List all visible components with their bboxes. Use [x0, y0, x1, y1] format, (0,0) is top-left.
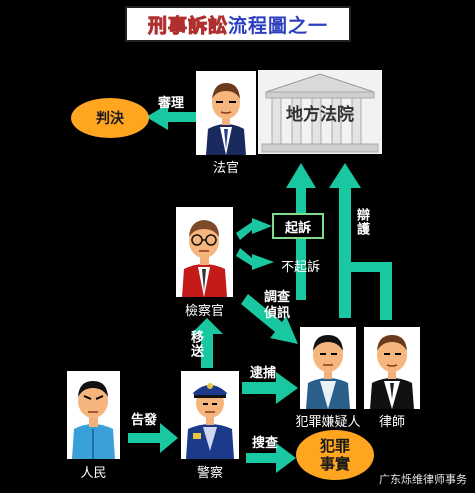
title-part-a: 刑事訴訟 — [147, 14, 228, 37]
trial-label: 審理 — [158, 96, 185, 111]
prosecutor-figure-icon — [182, 220, 227, 297]
judgment-label: 判決 — [96, 111, 124, 127]
court-label: 地方法院 — [286, 105, 354, 125]
prosecutor-label: 檢察官 — [184, 304, 224, 319]
crime-facts-oval: 犯罪 事實 — [296, 430, 374, 480]
investigate-label: 調查偵訊 — [264, 290, 291, 321]
suspect-label: 犯罪嫌疑人 — [295, 415, 361, 430]
judgment-oval: 判決 — [71, 98, 149, 138]
judge-label: 法官 — [212, 161, 239, 176]
arrow-defense-court — [329, 163, 361, 318]
lawyer-label: 律師 — [378, 415, 405, 430]
lawyer-card — [364, 327, 420, 409]
indict-label: 起訴 — [284, 220, 311, 236]
people-figure-icon — [72, 381, 115, 459]
people-card — [67, 371, 120, 459]
arrow-trial — [146, 104, 196, 130]
prosecutor-card — [176, 207, 233, 297]
no-indict-label: 不起訴 — [281, 260, 321, 275]
arrow-lawyer-link — [349, 262, 392, 320]
crime-facts-label: 犯罪 事實 — [319, 437, 350, 473]
judge-card — [196, 71, 256, 155]
lawyer-figure-icon — [370, 335, 414, 409]
arrow-report — [128, 423, 178, 453]
diagram-title: 刑事訴訟 流程圖之一 — [125, 6, 351, 42]
police-card — [181, 371, 239, 459]
police-figure-icon — [186, 383, 234, 459]
arrow-search — [246, 443, 296, 473]
title-part-b: 流程圖之一 — [228, 14, 329, 37]
police-label: 警察 — [196, 466, 223, 481]
arrest-label: 逮捕 — [250, 366, 277, 381]
arrow-arrest — [242, 372, 298, 404]
search-label: 搜查 — [252, 436, 279, 451]
arrow-transfer — [191, 318, 223, 368]
transfer-label: 移送 — [188, 330, 203, 358]
defense-label: 辯護 — [354, 208, 369, 236]
suspect-card — [300, 327, 356, 409]
arrow-indict — [236, 218, 272, 240]
report-label: 告發 — [131, 413, 158, 428]
arrow-no-indict — [236, 248, 274, 270]
court-building — [258, 70, 382, 154]
people-label: 人民 — [80, 466, 107, 481]
suspect-figure-icon — [306, 335, 350, 409]
judge-figure-icon — [206, 83, 246, 155]
indict-box: 起訴 — [272, 213, 324, 239]
court-building-icon — [261, 73, 379, 153]
watermark-text: 广东烁维律师事务 — [379, 473, 467, 486]
arrow-investigate — [241, 294, 298, 344]
